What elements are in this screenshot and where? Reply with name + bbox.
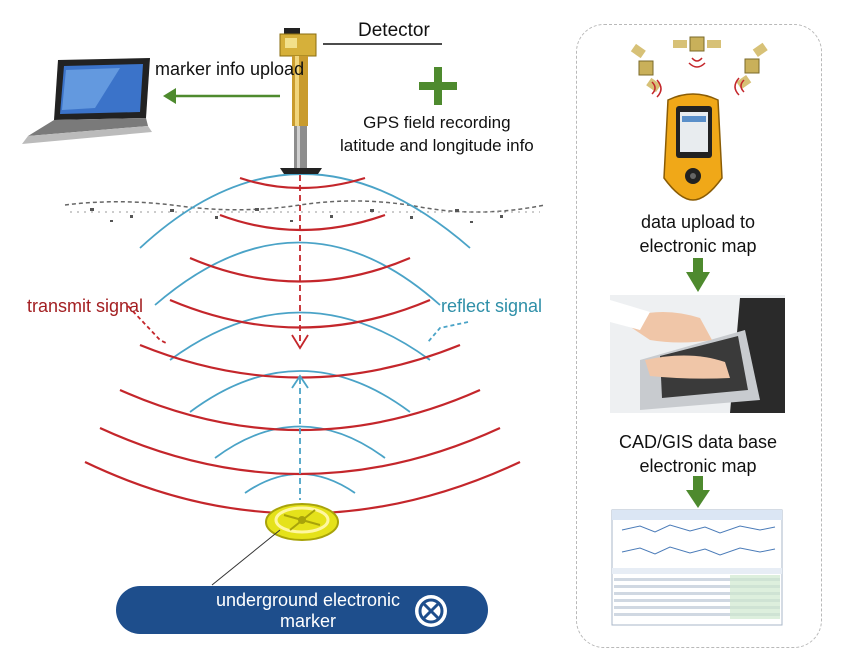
laptop-icon <box>22 58 152 144</box>
gps-label-line2: latitude and longitude info <box>340 136 534 155</box>
workflow-panel <box>576 24 822 648</box>
marker-bar-line1: underground electronic <box>215 590 401 610</box>
reflect-signal-arcs <box>139 173 471 494</box>
reflect-up-arrow <box>291 374 309 500</box>
ground-surface <box>64 200 546 223</box>
cad-gis-label: CAD/GIS data base electronic map <box>598 430 798 478</box>
reflect-pointer <box>427 321 469 343</box>
plus-icon <box>419 67 457 105</box>
gps-handheld-icon <box>663 93 723 201</box>
satellite-icon <box>630 36 768 98</box>
marker-leader-line <box>211 529 281 586</box>
laptop-typing-icon <box>610 295 785 413</box>
electronic-marker-icon <box>265 503 339 541</box>
gps-label-line1: GPS field recording <box>363 113 511 132</box>
reflect-signal-label: reflect signal <box>441 296 543 316</box>
upload-arrow <box>163 88 280 104</box>
down-arrow-2 <box>686 476 710 508</box>
data-upload-line1: data upload to <box>640 212 756 232</box>
transmit-pointer <box>127 305 169 345</box>
cad-gis-line2: electronic map <box>639 456 757 476</box>
data-upload-label: data upload to electronic map <box>598 210 798 258</box>
transmit-signal-label: transmit signal <box>27 296 144 316</box>
detector-label: Detector <box>358 20 430 41</box>
marker-bar-line2: marker <box>279 611 336 631</box>
gps-label: GPS field recording latitude and longitu… <box>340 111 534 157</box>
data-table-icon <box>611 509 783 626</box>
detector-icon <box>279 28 322 174</box>
cad-gis-line1: CAD/GIS data base <box>618 432 778 452</box>
marker-upload-label: marker info upload <box>155 59 305 79</box>
marker-bar-right-cap-icon <box>415 595 447 627</box>
down-arrow-1 <box>686 258 710 292</box>
transmit-signal-arcs <box>84 176 521 515</box>
transmit-down-arrow <box>291 175 309 350</box>
marker-bar-label: underground electronic marker <box>176 590 440 632</box>
data-upload-line2: electronic map <box>639 236 757 256</box>
